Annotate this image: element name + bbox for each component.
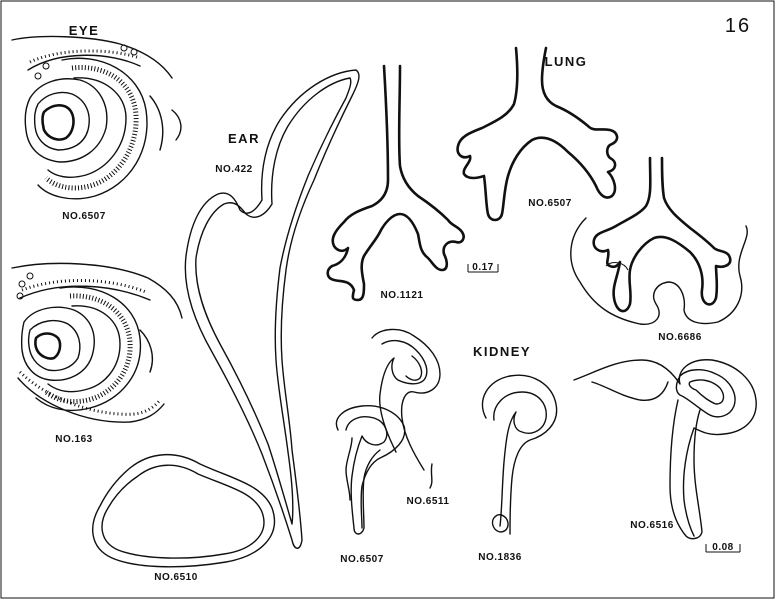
ear-specimen-label: NO.422 <box>215 164 252 175</box>
kidney-4-specimen-label: NO.6516 <box>630 520 674 531</box>
eye-bottom-specimen-label: NO.163 <box>55 434 92 445</box>
kidney-label: KIDNEY <box>473 344 531 359</box>
lung-mid-drawing <box>456 46 619 222</box>
eye-label: EYE <box>69 23 100 38</box>
blob-drawing <box>92 453 276 568</box>
lung-label: LUNG <box>545 54 588 69</box>
kidney-scale-label: 0.08 <box>712 542 733 553</box>
kidney-scale-bar <box>705 544 741 553</box>
lung-scale-label: 0.17 <box>472 262 493 273</box>
eye-top-drawing <box>11 35 182 200</box>
lung-right-drawing <box>570 156 748 325</box>
eye-top-specimen-label: NO.6507 <box>62 211 106 222</box>
lung-left-specimen-label: NO.1121 <box>381 290 424 301</box>
kidney-3-specimen-label: NO.1836 <box>478 552 522 563</box>
kidney-4-drawing <box>573 359 757 540</box>
lung-left-drawing <box>326 64 465 302</box>
kidney-2-drawing <box>371 328 441 489</box>
kidney-3-drawing <box>481 374 558 535</box>
lung-mid-specimen-label: NO.6507 <box>528 198 572 209</box>
kidney-1-specimen-label: NO.6507 <box>340 554 384 565</box>
lung-scale-bar <box>467 264 499 273</box>
kidney-2-specimen-label: NO.6511 <box>407 496 450 507</box>
eye-bottom-drawing <box>11 262 183 423</box>
ear-drawing <box>184 69 360 549</box>
blob-specimen-label: NO.6510 <box>154 572 198 583</box>
lung-right-specimen-label: NO.6686 <box>658 332 702 343</box>
plate-number: 16 <box>725 15 751 37</box>
ear-label: EAR <box>228 131 260 146</box>
kidney-1-drawing <box>335 405 406 535</box>
